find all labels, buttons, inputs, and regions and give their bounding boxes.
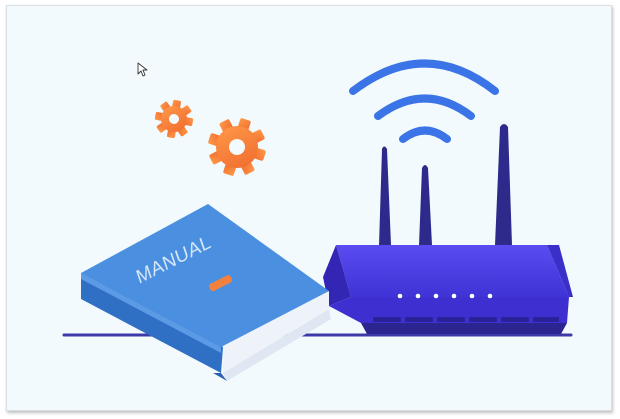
router-vents — [373, 317, 559, 322]
status-light — [487, 293, 493, 299]
manual-bookmark — [209, 275, 232, 292]
wifi-arc-outer — [349, 59, 499, 95]
status-light — [451, 293, 457, 299]
router-icon — [323, 124, 573, 334]
status-light — [397, 293, 403, 299]
antenna — [495, 124, 512, 245]
wifi-arc-inner — [399, 126, 451, 143]
manual-book-icon: MANUAL — [81, 204, 331, 381]
wifi-signal-icon — [349, 59, 499, 143]
illustration-frame: MANUAL — [6, 5, 612, 411]
mouse-pointer-icon — [137, 62, 148, 77]
status-light — [415, 293, 421, 299]
gear-icon — [154, 99, 194, 139]
wifi-arc-middle — [374, 94, 475, 120]
status-light — [433, 293, 439, 299]
antenna — [419, 165, 432, 245]
antenna — [379, 146, 391, 245]
router-status-lights — [397, 293, 493, 299]
router-manual-illustration: MANUAL — [62, 59, 573, 381]
gear-icon — [208, 118, 266, 176]
status-light — [469, 293, 475, 299]
